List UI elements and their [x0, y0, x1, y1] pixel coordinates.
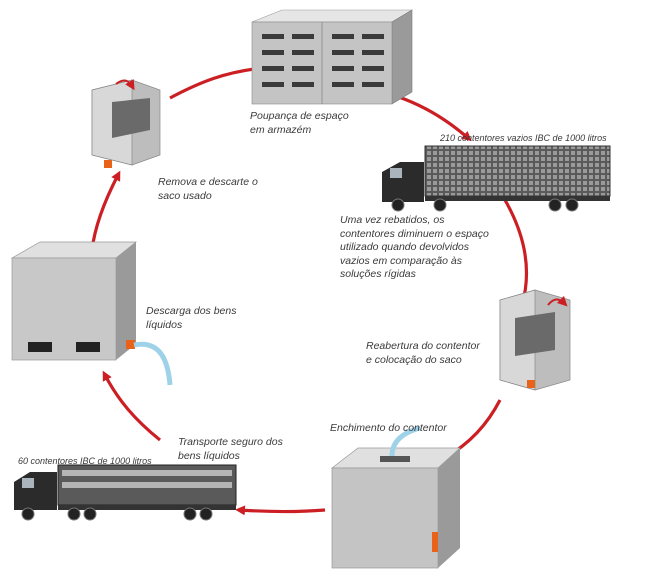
arrow-discharge-to-remove — [90, 170, 121, 251]
label-truck-bottom: 60 contentores IBC de 1000 litros — [18, 456, 152, 466]
arrow-truck-to-reopen — [503, 199, 529, 310]
label-truck-top: 210 contentores vazios IBC de 1000 litro… — [440, 133, 607, 143]
open-container-remove — [91, 79, 161, 168]
truck-full-containers — [14, 464, 237, 521]
label-filling: Enchimento do contentor — [330, 422, 447, 434]
container-reopen — [499, 289, 571, 391]
arrow-remove-to-storage — [169, 63, 267, 100]
arrow-filling-to-truck — [235, 505, 326, 516]
truck-empty-containers — [382, 145, 611, 212]
label-reopen: Reabertura do contentor e colocação do s… — [366, 340, 480, 366]
label-transport: Transporte seguro dos bens líquidos — [178, 436, 283, 462]
label-discharge: Descarga dos bens líquidos — [146, 305, 237, 331]
label-space-saving: Poupança de espaço em armazém — [250, 110, 349, 136]
container-filling — [330, 425, 461, 569]
arrow-truck-to-discharge — [102, 370, 161, 442]
folded-containers-stack — [251, 9, 414, 105]
container-discharge — [10, 241, 173, 386]
label-return-note: Uma vez rebatidos, os contentores diminu… — [340, 214, 489, 280]
label-remove: Remova e descarte o saco usado — [158, 176, 258, 202]
